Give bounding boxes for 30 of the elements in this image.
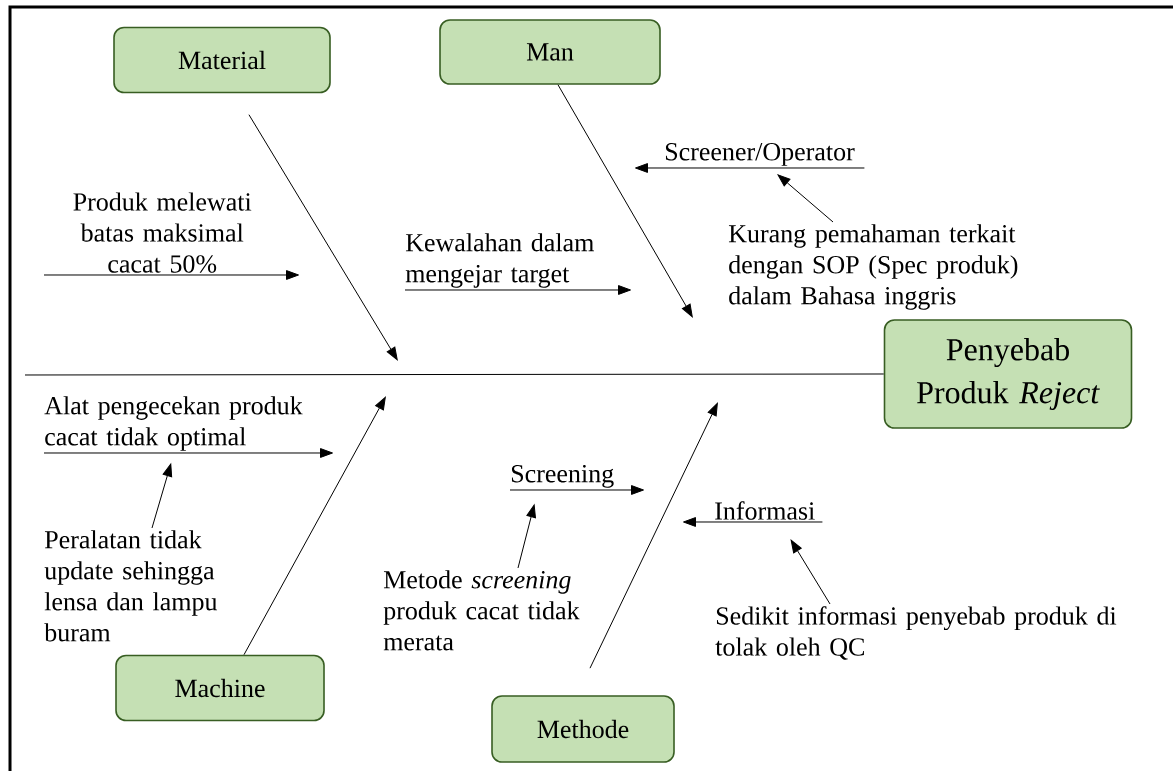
cause-text: Kewalahan dalam mengejar target — [405, 233, 594, 288]
arrow — [589, 402, 718, 669]
arrow — [43, 448, 333, 458]
arrow — [777, 174, 834, 223]
cause-text: Informasi — [715, 501, 815, 520]
arrow — [517, 504, 536, 569]
cause-text: Kurang pemahaman terkait dengan SOP (Spec produk) dalam Bahasa inggris — [728, 224, 1018, 310]
arrow — [509, 485, 644, 495]
arrow — [557, 84, 693, 318]
cause-text: Screener/Operator — [665, 143, 855, 166]
arrow — [248, 114, 398, 361]
arrow — [151, 463, 173, 529]
cause-text: Screening — [511, 464, 614, 488]
cause-text: Sedikit informasi penyebab produk di tolak oleh QC — [715, 606, 1117, 660]
category-box: Machine — [115, 654, 325, 722]
arrow — [635, 163, 865, 173]
arrow — [243, 396, 386, 656]
arrow — [43, 270, 299, 280]
cause-text: Metode screening produk cacat tidak merata — [383, 570, 580, 651]
arrow — [404, 285, 631, 295]
arrow — [683, 517, 823, 527]
cause-text: Alat pengecekan produk cacat tidak optimal — [44, 396, 303, 451]
cause-text: Produk melewati batas maksimal cacat 50% — [73, 192, 252, 273]
spine-line — [24, 373, 885, 376]
effect-box: Penyebab Produk Reject — [883, 319, 1133, 429]
cause-text: Peralatan tidak update sehingga lensa dan lampu buram — [44, 530, 218, 642]
category-box: Man — [439, 19, 661, 85]
arrow — [790, 539, 831, 605]
category-box: Material — [113, 26, 331, 94]
category-box: Methode — [491, 695, 675, 763]
